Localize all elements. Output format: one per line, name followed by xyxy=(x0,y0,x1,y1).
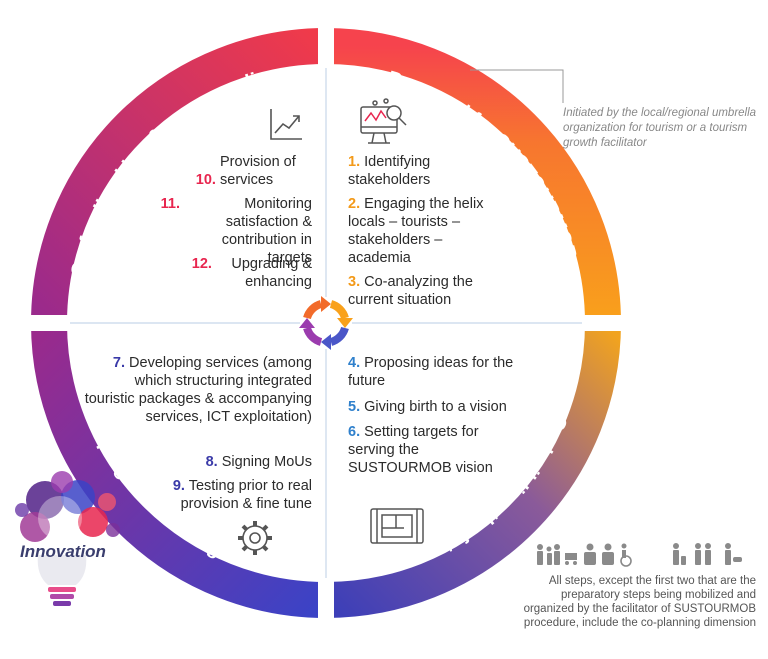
ring-arc-bottom-left xyxy=(31,322,327,618)
family-icon xyxy=(537,544,560,565)
co-planning-footnote: All steps, except the first two that are… xyxy=(523,575,756,629)
ring-arc-top-right xyxy=(325,28,621,324)
step-2: 2. Engaging the helix locals – tourists … xyxy=(348,196,484,266)
blueprint-icon xyxy=(370,508,424,544)
reader-icon xyxy=(602,543,614,565)
step-5: 5. Giving birth to a vision xyxy=(348,399,507,415)
step-9: 9. Testing prior to real provision & fin… xyxy=(172,478,312,512)
elderly-couple-icon xyxy=(695,543,711,565)
cycle-arrows-icon xyxy=(299,296,353,350)
lightbulb-icon xyxy=(15,471,120,606)
step-12: 12. Upgrading & enhancing xyxy=(191,256,312,290)
growth-chart-icon xyxy=(270,109,302,140)
ring-arc-top-left xyxy=(31,28,327,324)
traveler-icon xyxy=(673,543,686,565)
baby-stroller-icon xyxy=(565,553,577,565)
step-11: 11. Monitoring satisfaction & contributi… xyxy=(160,196,312,266)
analytics-screen-icon xyxy=(360,98,407,144)
step-6: 6. Setting targets for serving the SUSTO… xyxy=(348,424,493,476)
worker-icon xyxy=(584,543,596,565)
people-icons-row xyxy=(537,543,742,567)
step-10: 10. Provision of services xyxy=(195,154,296,188)
ring-arc-bottom-right xyxy=(325,322,621,618)
innovation-label: Innovation xyxy=(20,542,106,561)
step-1: 1. Identifying stakeholders xyxy=(348,154,431,188)
wheelchair-icon xyxy=(620,543,632,567)
step-7: 7. Developing services (among which stru… xyxy=(84,355,312,425)
person-with-dog-icon xyxy=(725,543,742,565)
step-8: 8. Signing MoUs xyxy=(205,454,312,470)
step-3: 3. Co-analyzing the current situation xyxy=(348,274,473,308)
initiator-note: Initiated by the local/regional umbrella… xyxy=(563,107,757,149)
note-leader-line xyxy=(470,69,564,103)
step-4: 4. Proposing ideas for the future xyxy=(348,355,514,389)
gear-icon xyxy=(238,521,272,555)
